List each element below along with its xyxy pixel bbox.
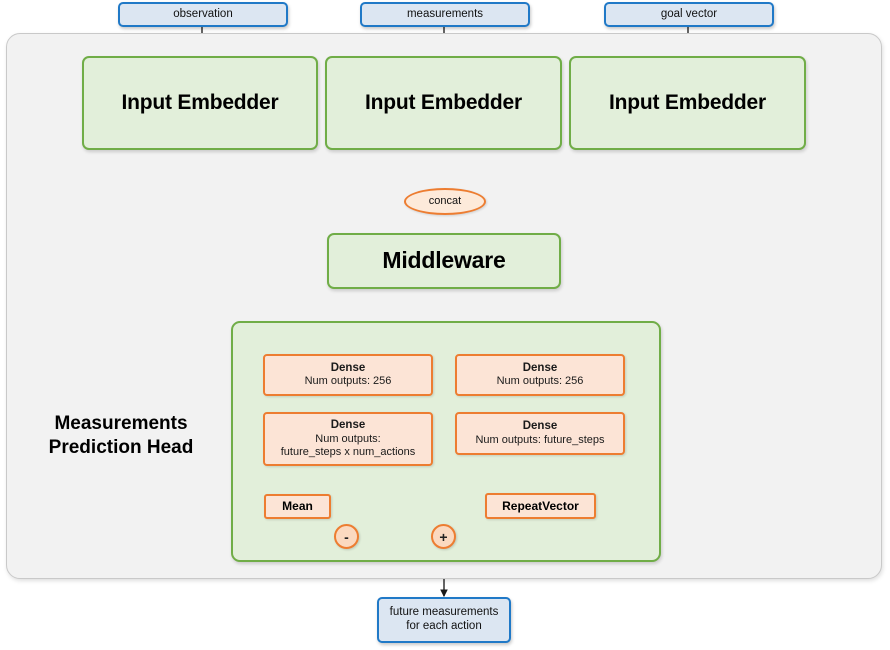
right-dense-2[interactable]: Dense Num outputs: future_steps	[455, 412, 625, 455]
right-dense-1-name: Dense	[522, 361, 558, 374]
right-dense-2-detail: Num outputs: future_steps	[475, 433, 605, 446]
add-operator-label: +	[439, 528, 448, 545]
subtract-operator-label: -	[344, 528, 349, 545]
left-dense-1-detail: Num outputs: 256	[304, 375, 392, 388]
add-operator[interactable]: +	[431, 524, 456, 549]
input-goal-vector-label: goal vector	[660, 7, 718, 20]
input-embedder-1[interactable]: Input Embedder	[82, 56, 318, 150]
input-observation-label: observation	[173, 7, 233, 20]
middleware-block[interactable]: Middleware	[327, 233, 561, 289]
concat-label: concat	[428, 195, 462, 208]
output-label-line1: future measurements	[389, 606, 499, 619]
right-dense-2-name: Dense	[522, 420, 558, 433]
output-label-line2: for each action	[406, 620, 482, 632]
mean-block[interactable]: Mean	[264, 494, 331, 519]
left-dense-2-detail-line1: Num outputs:	[315, 432, 381, 445]
input-embedder-1-label: Input Embedder	[121, 90, 279, 114]
subtract-operator[interactable]: -	[334, 524, 359, 549]
mean-label: Mean	[282, 499, 313, 514]
head-title-line2: Prediction Head	[48, 437, 194, 459]
output-future-measurements[interactable]: future measurements for each action	[377, 597, 511, 643]
repeat-vector-block[interactable]: RepeatVector	[485, 493, 596, 519]
input-embedder-2-label: Input Embedder	[364, 90, 523, 114]
head-title: Measurements Prediction Head	[22, 412, 220, 461]
input-goal-vector[interactable]: goal vector	[604, 2, 774, 27]
input-measurements-label: measurements	[406, 7, 484, 20]
right-dense-1-detail: Num outputs: 256	[496, 375, 584, 388]
input-measurements[interactable]: measurements	[360, 2, 530, 27]
input-embedder-2[interactable]: Input Embedder	[325, 56, 562, 150]
input-embedder-3-label: Input Embedder	[608, 90, 767, 114]
input-embedder-3[interactable]: Input Embedder	[569, 56, 806, 150]
repeat-vector-label: RepeatVector	[502, 498, 579, 513]
middleware-label: Middleware	[382, 247, 506, 274]
input-observation[interactable]: observation	[118, 2, 288, 27]
left-dense-2-detail-line2: future_steps x num_actions	[280, 445, 416, 458]
left-dense-2-name: Dense	[330, 419, 366, 432]
head-title-line1: Measurements	[54, 413, 188, 434]
left-dense-1-name: Dense	[330, 361, 366, 374]
left-dense-1[interactable]: Dense Num outputs: 256	[263, 354, 433, 396]
concat-node[interactable]: concat	[404, 188, 486, 215]
left-dense-2[interactable]: Dense Num outputs: future_steps x num_ac…	[263, 412, 433, 466]
right-dense-1[interactable]: Dense Num outputs: 256	[455, 354, 625, 396]
